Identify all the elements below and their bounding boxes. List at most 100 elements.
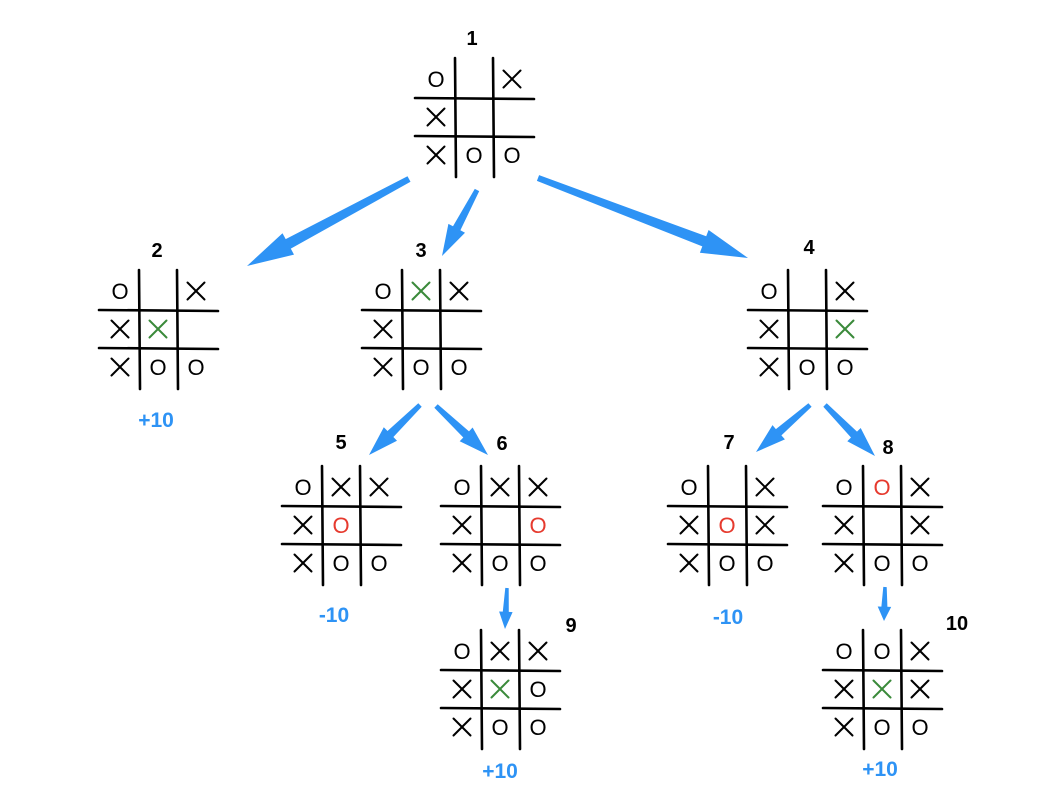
node-label-1: 1 (466, 28, 477, 50)
node-label-8: 8 (882, 437, 893, 459)
score-label-2: +10 (138, 409, 174, 432)
node-label-9: 9 (565, 615, 576, 637)
grid-line-vertical (744, 464, 749, 587)
grid-line-vertical (899, 628, 904, 751)
o-mark: O (187, 355, 204, 380)
grid-line-horizontal (666, 504, 789, 509)
grid-line-vertical (358, 464, 363, 587)
new-o-mark: O (332, 513, 349, 538)
grid-line-vertical (517, 628, 522, 751)
score-label-7: -10 (713, 606, 743, 629)
grid-line-vertical (438, 268, 443, 391)
x-mark (910, 679, 930, 699)
x-mark (834, 679, 854, 699)
grid-line-vertical (137, 268, 142, 391)
x-mark (452, 679, 472, 699)
grid-line-vertical (824, 268, 829, 391)
grid-line-horizontal (97, 308, 220, 313)
grid-line-horizontal (360, 308, 483, 313)
grid-line-horizontal (821, 668, 944, 673)
o-mark: O (294, 475, 311, 500)
x-mark (910, 515, 930, 535)
grid-line-horizontal (413, 134, 536, 139)
o-mark: O (680, 475, 697, 500)
o-mark: O (529, 677, 546, 702)
grid-line-horizontal (280, 504, 403, 509)
board-grid (97, 268, 220, 391)
o-mark: O (911, 551, 928, 576)
arrow-6-to-9 (499, 587, 513, 629)
arrow-1-to-3 (442, 188, 480, 256)
x-mark (679, 553, 699, 573)
grid-line-vertical (861, 464, 866, 587)
x-mark (835, 281, 855, 301)
node-label-4: 4 (803, 237, 815, 259)
x-mark (186, 281, 206, 301)
x-mark (369, 477, 389, 497)
o-mark: O (835, 475, 852, 500)
o-mark: O (873, 551, 890, 576)
grid-line-vertical (453, 56, 458, 179)
board-grid (439, 628, 562, 751)
o-mark: O (332, 551, 349, 576)
grid-line-horizontal (821, 504, 944, 509)
grid-line-horizontal (666, 542, 789, 547)
grid-line-vertical (899, 464, 904, 587)
arrow-3-to-5 (369, 403, 422, 455)
x-mark (679, 515, 699, 535)
node-label-6: 6 (496, 433, 507, 455)
o-mark: O (111, 279, 128, 304)
x-mark (452, 553, 472, 573)
new-x-mark (490, 679, 510, 699)
o-mark: O (718, 551, 735, 576)
grid-line-vertical (861, 628, 866, 751)
o-mark: O (491, 715, 508, 740)
o-mark: O (412, 355, 429, 380)
new-o-mark: O (873, 475, 890, 500)
x-mark (426, 145, 446, 165)
grid-line-vertical (175, 268, 180, 391)
x-mark (110, 319, 130, 339)
o-mark: O (529, 715, 546, 740)
x-mark (759, 357, 779, 377)
x-mark (331, 477, 351, 497)
board-grid (821, 628, 944, 751)
x-mark (834, 553, 854, 573)
grid-line-vertical (706, 464, 711, 587)
grid-line-horizontal (821, 542, 944, 547)
x-mark (452, 717, 472, 737)
x-mark (834, 515, 854, 535)
board-grid (439, 464, 562, 587)
edges-layer (247, 175, 892, 629)
arrow-4-to-7 (756, 403, 812, 452)
x-mark (452, 515, 472, 535)
node-label-7: 7 (723, 432, 734, 454)
score-label-10: +10 (862, 758, 898, 781)
grid-line-horizontal (746, 308, 869, 313)
o-mark: O (873, 715, 890, 740)
board-grid (280, 464, 403, 587)
x-mark (528, 641, 548, 661)
x-mark (834, 717, 854, 737)
board-grid (666, 464, 789, 587)
arrow-4-to-8 (823, 403, 875, 456)
o-mark: O (453, 475, 470, 500)
x-mark (910, 477, 930, 497)
grid-line-horizontal (439, 668, 562, 673)
x-mark (373, 357, 393, 377)
o-mark: O (370, 551, 387, 576)
grid-line-horizontal (439, 706, 562, 711)
new-x-mark (835, 319, 855, 339)
new-x-mark (411, 281, 431, 301)
arrow-1-to-2 (247, 176, 411, 266)
new-x-mark (872, 679, 892, 699)
o-mark: O (374, 279, 391, 304)
o-mark: O (529, 551, 546, 576)
